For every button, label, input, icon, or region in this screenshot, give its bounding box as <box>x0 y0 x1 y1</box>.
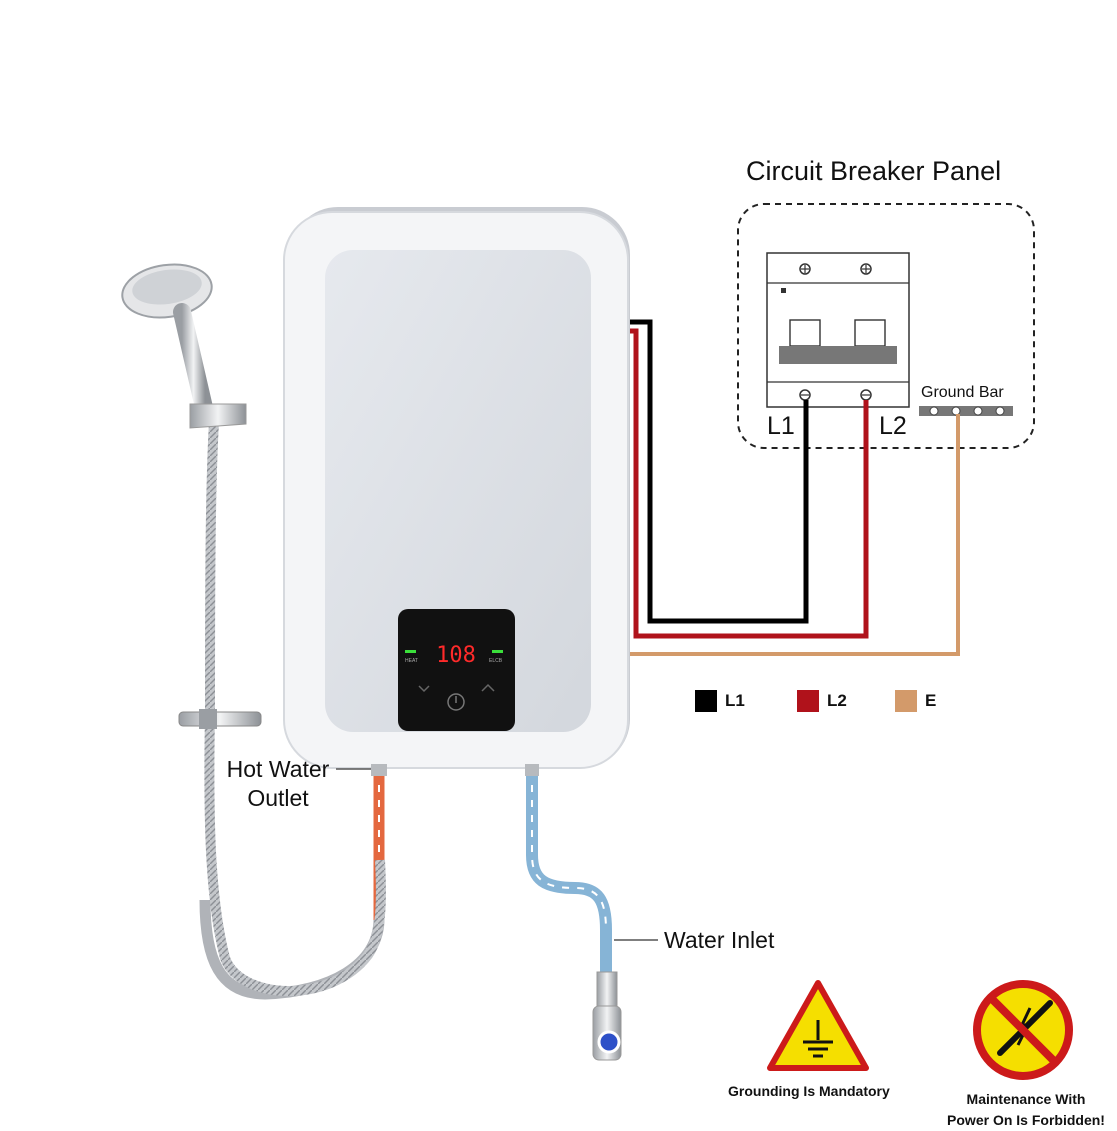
temperature-display: 108 <box>436 643 476 668</box>
power-icon <box>447 693 465 711</box>
maintenance-warning-line2: Power On Is Forbidden! <box>947 1112 1105 1128</box>
slide-bar-clamp <box>178 709 262 729</box>
angle-valve <box>592 971 622 1061</box>
circuit-breaker <box>766 252 910 408</box>
legend-label-e: E <box>925 691 937 710</box>
legend-swatch-l1 <box>695 690 717 712</box>
shower-head <box>121 263 247 429</box>
wire-l1 <box>628 319 809 624</box>
legend-swatch-l2 <box>797 690 819 712</box>
heat-indicator-label: HEAT <box>405 658 418 664</box>
elcb-indicator-label: ELCB <box>489 658 503 664</box>
hot-outlet-fitting <box>371 764 387 776</box>
legend-swatch-e <box>895 690 917 712</box>
terminal-l2-label: L2 <box>879 412 907 440</box>
cold-inlet-fitting <box>525 764 539 776</box>
ground-bar-label: Ground Bar <box>921 384 1004 401</box>
wire-l2 <box>628 328 869 639</box>
legend-item-l2: L2 <box>797 690 847 712</box>
maintenance-warning-line1: Maintenance With <box>966 1091 1086 1107</box>
wire-e <box>628 414 960 656</box>
hot-water-outlet-label: Hot Water Outlet <box>220 755 336 813</box>
control-panel <box>398 609 515 731</box>
panel-enclosure <box>737 203 1035 449</box>
grounding-warning-icon <box>767 980 869 1071</box>
shower-hose <box>204 407 386 996</box>
grounding-warning-label: Grounding Is Mandatory <box>728 1083 890 1099</box>
legend-item-e: E <box>895 690 936 712</box>
legend-label-l1: L1 <box>725 691 745 710</box>
cold-water-pipe <box>526 776 612 980</box>
no-maintenance-icon <box>973 980 1073 1080</box>
hot-water-label-line1: Hot Water <box>226 756 330 782</box>
panel-title: Circuit Breaker Panel <box>746 156 1002 186</box>
hot-water-label-line2: Outlet <box>247 785 309 811</box>
maintenance-warning-label: Maintenance With Power On Is Forbidden! <box>938 1089 1114 1131</box>
terminal-l1-label: L1 <box>767 412 795 440</box>
legend-item-l1: L1 <box>695 690 745 712</box>
legend-label-l2: L2 <box>827 691 847 710</box>
water-heater <box>283 207 630 769</box>
water-inlet-label: Water Inlet <box>664 927 775 953</box>
ground-bar <box>919 406 1013 416</box>
